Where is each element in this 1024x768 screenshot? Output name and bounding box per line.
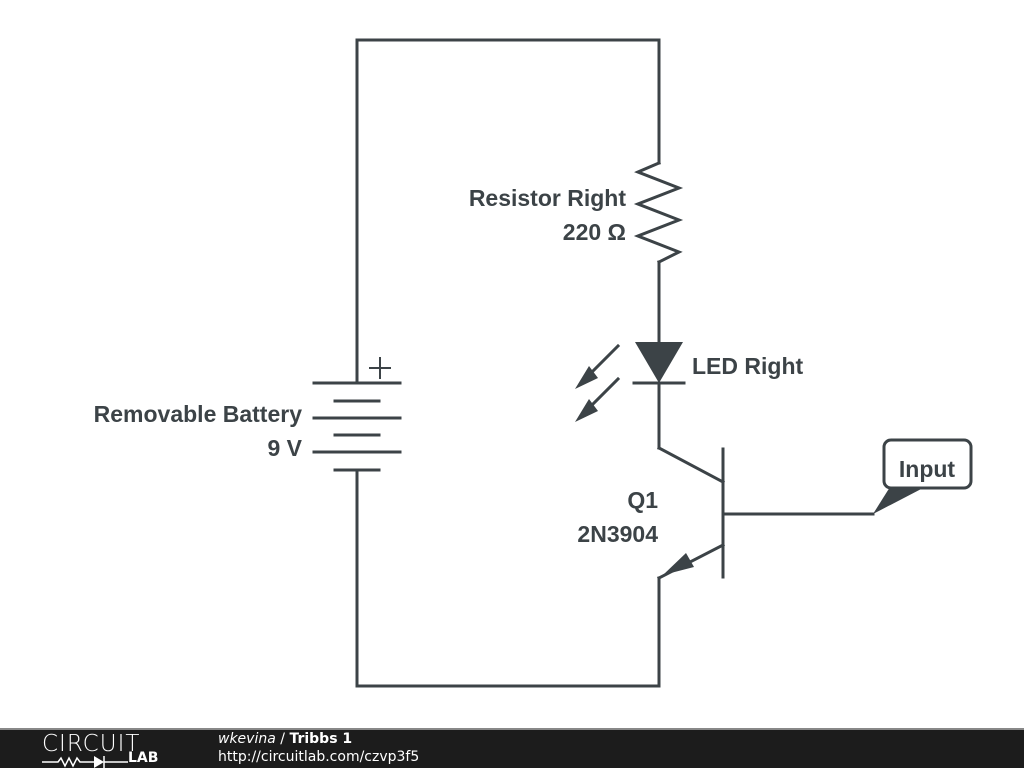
- transistor-value: 2N3904: [577, 521, 658, 547]
- transistor-collector: [656, 445, 726, 485]
- led-arrow-line: [587, 376, 621, 410]
- led-arrow-head: [575, 366, 598, 389]
- author-link[interactable]: wkevina: [218, 731, 276, 747]
- input-label-pointer: [873, 487, 925, 514]
- resistor-name: Resistor Right: [469, 185, 627, 211]
- footer-bar: CIRCUIT LAB wkevina / Tribbs 1 http://ci…: [0, 728, 1024, 768]
- circuit-name: Tribbs 1: [289, 731, 353, 747]
- circuitlab-logo-text: CIRCUIT: [42, 731, 141, 757]
- resistor-symbol: [633, 161, 684, 265]
- circuit-title: wkevina / Tribbs 1: [218, 731, 352, 747]
- wire-top: [355, 38, 661, 385]
- circuitlab-logo-lab: LAB: [128, 750, 159, 766]
- transistor-name: Q1: [627, 487, 658, 513]
- led-arrow-head: [575, 399, 598, 422]
- circuit-url[interactable]: http://circuitlab.com/czvp3f5: [218, 749, 420, 765]
- resistor-value: 220 Ω: [563, 219, 626, 245]
- circuit-schematic: Resistor Right 220 Ω LED Right Removable…: [94, 38, 973, 688]
- battery-value: 9 V: [267, 435, 302, 461]
- title-separator: /: [275, 731, 290, 747]
- emitter-arrow-head: [663, 553, 694, 575]
- input-label-box: [882, 438, 973, 490]
- circuitlab-logo-icon: [42, 756, 128, 768]
- input-label-text: Input: [899, 456, 956, 482]
- battery-name: Removable Battery: [94, 401, 303, 427]
- led-triangle: [635, 342, 683, 383]
- led-arrow-line: [587, 343, 621, 377]
- led-name: LED Right: [692, 353, 803, 379]
- wire-bottom: [355, 468, 661, 688]
